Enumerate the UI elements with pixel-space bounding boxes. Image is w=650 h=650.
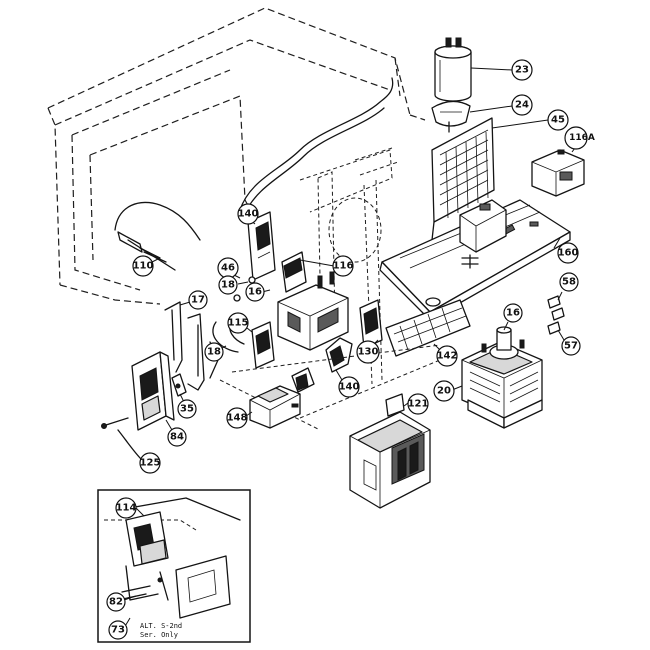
- label-part-115: 115: [228, 318, 249, 329]
- label-part-18-upper: 18: [221, 280, 235, 291]
- screw: [101, 417, 143, 461]
- label-part-110: 110: [133, 261, 154, 272]
- label-part-142: 142: [437, 351, 458, 362]
- rear-panel: [431, 117, 495, 241]
- door-switch: [359, 299, 383, 349]
- label-part-57: 57: [564, 341, 578, 352]
- label-part-130: 130: [358, 347, 379, 358]
- fan-motor: [459, 199, 507, 269]
- label-part-73: 73: [111, 625, 125, 636]
- label-part-116a: 116A: [569, 133, 595, 143]
- thermal-cutout-box: [531, 149, 585, 197]
- label-part-140-lower: 140: [339, 382, 360, 393]
- cabinet-outline: [47, 7, 426, 305]
- label-part-16: 16: [506, 308, 520, 319]
- interlock-switch-lower: [291, 337, 353, 393]
- label-part-18-lower: 18: [207, 347, 221, 358]
- relay-module: [277, 271, 349, 351]
- label-part-140-upper: 140: [238, 209, 259, 220]
- label-part-20: 20: [437, 386, 451, 397]
- label-part-46: 46: [221, 263, 235, 274]
- label-part-23: 23: [515, 65, 529, 76]
- base-plate: [379, 199, 571, 321]
- label-part-35: 35: [180, 404, 194, 415]
- label-part-121: 121: [408, 399, 429, 410]
- inset-detail: ALT. S-2nd Ser. Only: [97, 489, 251, 643]
- label-part-84: 84: [170, 432, 184, 443]
- capacitor-bracket: [431, 100, 471, 133]
- terminal-board: [385, 299, 471, 357]
- label-part-45: 45: [551, 115, 565, 126]
- magnetron: [461, 326, 543, 429]
- label-part-148: 148: [227, 413, 248, 424]
- wire-harness: [239, 77, 394, 211]
- mounting-hardware: [547, 295, 565, 335]
- switch-block: [281, 251, 307, 293]
- label-part-82: 82: [109, 597, 123, 608]
- inset-note-line2: Ser. Only: [140, 631, 178, 639]
- temperature-probe: [114, 201, 201, 271]
- label-part-24: 24: [515, 100, 529, 111]
- label-part-125: 125: [140, 458, 161, 469]
- inset-note-line1: ALT. S-2nd: [140, 622, 182, 630]
- label-part-116: 116: [333, 261, 354, 272]
- latch-lever: [171, 373, 187, 397]
- capacitor: [434, 37, 472, 102]
- high-voltage-transformer: [349, 393, 431, 509]
- base-rail: [219, 344, 441, 431]
- interlock-switch-upper: [247, 211, 276, 281]
- label-part-160: 160: [558, 248, 579, 259]
- label-part-114: 114: [116, 503, 137, 514]
- label-part-58: 58: [562, 277, 576, 288]
- label-part-16-upper: 16: [248, 287, 262, 298]
- callouts: 23 24 45 116A 140 110 46 18 16: [106, 59, 595, 640]
- noise-filter: [249, 385, 301, 429]
- label-part-17: 17: [191, 295, 205, 306]
- monitor-switch: [251, 321, 275, 369]
- switch-holder: [131, 351, 175, 431]
